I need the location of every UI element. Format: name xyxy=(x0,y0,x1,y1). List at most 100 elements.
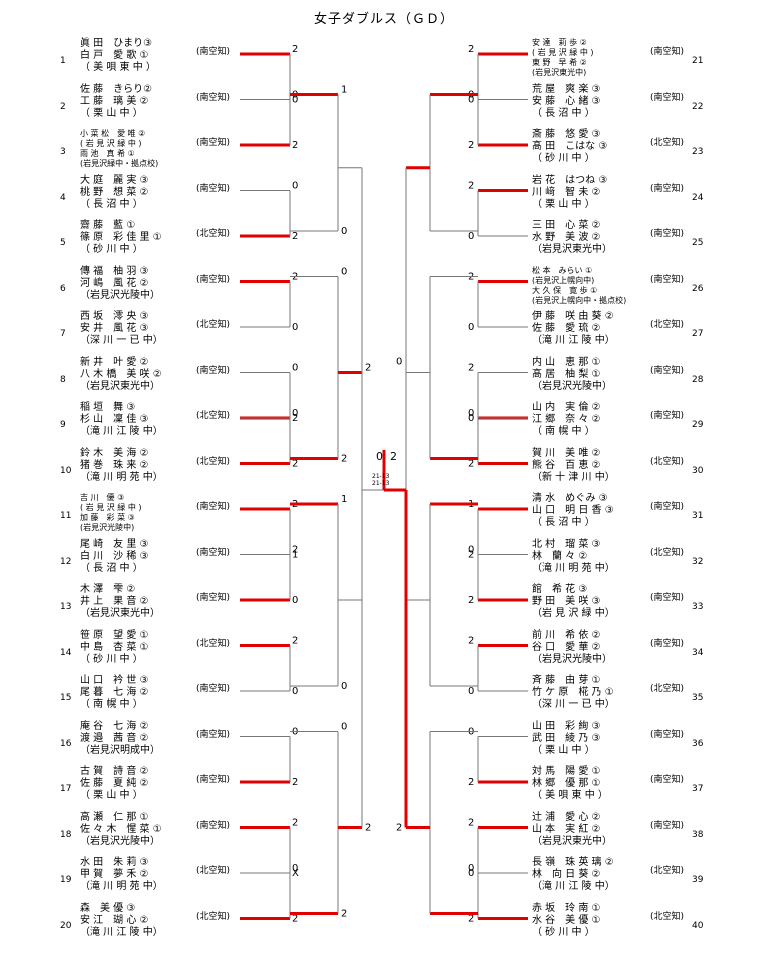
player-name: 尾 暮 七 海 ② xyxy=(80,687,149,698)
district-label: (南空知) xyxy=(650,183,685,194)
seed-number: 36 xyxy=(692,738,704,749)
score-label: 0 xyxy=(292,95,298,106)
player-name: 雨 池 真 希 ① xyxy=(80,149,135,158)
score-label: 0 xyxy=(341,267,347,278)
right-entry-21: 安 達 莉 歩 ②( 岩 見 沢 緑 中 )東 野 早 希 ②(岩見沢東光中) xyxy=(532,38,594,78)
score-label: 2 xyxy=(292,231,298,242)
score-label: 2 xyxy=(396,823,402,834)
district-label: (北空知) xyxy=(650,684,685,694)
player-name: 甲 賀 夢 禾 ② xyxy=(80,869,149,880)
player-name: 佐 藤 きらり② xyxy=(80,83,153,95)
seed-number: 14 xyxy=(60,647,72,658)
player-name: 鈴 木 美 海 ② xyxy=(80,447,149,459)
score-label: 0 xyxy=(468,686,474,697)
score-label: 2 xyxy=(468,363,474,374)
school-name: （岩見沢東光中） xyxy=(80,380,160,392)
player-name: 山 口 衿 世 ③ xyxy=(80,675,149,686)
seed-number: 13 xyxy=(60,602,72,612)
score-label: 0 xyxy=(396,357,402,368)
player-name: 清 水 めぐみ ③ xyxy=(532,493,608,504)
district-label: (北空知) xyxy=(196,638,231,649)
player-name: 杉 山 凜 佳 ③ xyxy=(80,414,149,425)
player-name: ( 岩 見 沢 緑 中 ) xyxy=(532,48,594,57)
player-name: 長 嶺 珠 英 璃 ② xyxy=(532,857,614,868)
school-name: （岩見沢東光中） xyxy=(532,835,612,847)
score-label: 0 xyxy=(468,231,474,242)
score-label: 0 xyxy=(341,722,347,733)
player-name: 新 井 叶 愛 ② xyxy=(80,356,149,368)
player-name: 傳 福 柚 羽 ③ xyxy=(80,265,149,277)
seed-number: 32 xyxy=(692,556,704,567)
district-label: (北空知) xyxy=(196,911,231,922)
player-name: 山 本 実 紅 ② xyxy=(532,823,601,835)
score-label: 0 xyxy=(468,863,474,874)
seed-number: 1 xyxy=(60,56,66,66)
player-name: 野 田 美 咲 ③ xyxy=(532,596,601,607)
player-name: 笹 原 望 愛 ① xyxy=(80,629,149,641)
score-label: 2 xyxy=(292,545,298,556)
district-label: (北空知) xyxy=(196,320,231,330)
seed-number: 24 xyxy=(692,192,704,203)
player-name: 林 蘭 々 ② xyxy=(532,550,588,562)
district-label: (南空知) xyxy=(196,729,231,740)
school-name: （滝 川 明 苑 中） xyxy=(532,562,615,574)
score-label: 0 xyxy=(292,363,298,374)
player-name: 辻 浦 愛 心 ② xyxy=(532,811,601,823)
school-name: （ 栗 山 中 ） xyxy=(532,198,595,210)
district-label: (南空知) xyxy=(650,593,685,603)
final-game-score: 21-13 xyxy=(372,473,390,480)
score-label: 2 xyxy=(292,44,298,55)
school-name: （ 栗 山 中 ） xyxy=(532,744,595,756)
school-name: （滝 川 明 苑 中） xyxy=(80,881,163,892)
player-name: 桃 野 想 菜 ② xyxy=(80,186,149,198)
player-name: 熊 谷 百 恵 ② xyxy=(532,459,601,471)
score-label: 0 xyxy=(292,408,298,419)
seed-number: 26 xyxy=(692,283,704,294)
district-label: (南空知) xyxy=(196,775,231,785)
seed-number: 37 xyxy=(692,784,704,794)
player-name: 谷 口 愛 華 ② xyxy=(532,641,601,653)
score-label: 2 xyxy=(468,636,474,647)
player-name: 竹 ケ 原 椛 乃 ① xyxy=(532,687,614,698)
player-name: 林 向 日 葵 ② xyxy=(532,869,601,880)
player-name: 荒 屋 爽 楽 ③ xyxy=(532,83,601,95)
district-label: (北空知) xyxy=(650,866,685,876)
player-name: 林 郷 優 那 ① xyxy=(532,778,601,789)
player-name: 対 馬 陽 愛 ① xyxy=(532,766,601,777)
score-label: 1 xyxy=(341,494,347,505)
school-name: （ 美 唄 東 中 ） xyxy=(532,790,608,801)
score-label: 0 xyxy=(341,226,347,237)
player-name: 斎 藤 悠 愛 ③ xyxy=(532,129,601,140)
player-name: 猪 巻 珠 来 ② xyxy=(80,459,149,471)
district-label: (南空知) xyxy=(196,820,231,831)
district-label: (南空知) xyxy=(196,547,231,558)
final-game-score: 21-13 xyxy=(372,480,390,487)
school-name: （岩見沢光陵中） xyxy=(532,653,612,665)
page-title: 女子ダブルス（ＧＤ） xyxy=(313,12,454,27)
score-label: 2 xyxy=(468,914,474,925)
school-name: (岩見沢緑中・拠点校) xyxy=(80,159,159,168)
seed-number: 4 xyxy=(60,192,66,203)
seed-number: 34 xyxy=(692,647,704,658)
district-label: (南空知) xyxy=(196,684,231,694)
player-name: 井 上 果 音 ② xyxy=(80,596,149,607)
final-score-right: 2 xyxy=(390,450,397,463)
seed-number: 33 xyxy=(692,602,704,612)
score-label: 2 xyxy=(292,140,298,151)
right-entry-26: 松 本 みらい ①(岩見沢上幌向中)大 久 保 寛 歩 ①(岩見沢上幌向中・拠点… xyxy=(532,266,626,306)
district-label: (南空知) xyxy=(650,229,685,239)
player-name: 前 川 希 依 ② xyxy=(532,629,601,641)
left-entry-3: 小 菜 松 愛 唯 ②( 岩 見 沢 緑 中 )雨 池 真 希 ①(岩見沢緑中・… xyxy=(80,129,158,169)
seed-number: 15 xyxy=(60,693,72,703)
district-label: (南空知) xyxy=(650,411,685,421)
score-label: 1 xyxy=(341,85,347,96)
player-name: ( 岩 見 沢 緑 中 ) xyxy=(80,139,142,148)
player-name: 篠 原 彩 佳 里 ① xyxy=(80,232,162,243)
